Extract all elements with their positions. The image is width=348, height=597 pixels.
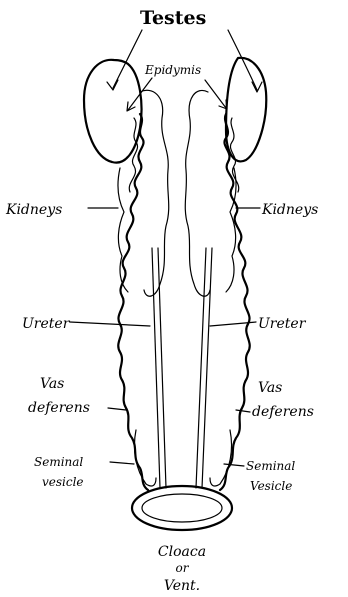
label-epididymis: Epidymis	[144, 63, 201, 77]
label-testes: Testes	[140, 7, 206, 29]
kidney-right	[185, 90, 236, 296]
label-cloaca-3: Vent.	[164, 578, 200, 594]
label-seminal-right-2: Vesicle	[250, 479, 292, 493]
cloaca-inner	[142, 494, 222, 522]
label-seminal-left-2: vesicle	[42, 475, 84, 489]
label-seminal-left-1: Seminal	[34, 455, 83, 469]
arrow-testes-right	[228, 30, 262, 92]
label-seminal-right-1: Seminal	[246, 459, 295, 473]
ureter-left	[152, 248, 166, 488]
label-vas-right-1: Vas	[258, 380, 282, 396]
leader-vas-right	[236, 410, 250, 412]
testis-right	[226, 58, 266, 162]
label-vas-left-2: deferens	[28, 400, 90, 416]
label-vas-left-1: Vas	[40, 376, 64, 392]
label-cloaca-1: Cloaca	[158, 544, 206, 560]
leader-ureter-left	[70, 322, 150, 326]
label-cloaca-2: or	[176, 561, 190, 575]
arrow-epididymis-right	[205, 80, 227, 109]
seminal-vesicle-right	[210, 430, 232, 486]
label-kidneys-left: Kidneys	[5, 202, 62, 218]
kidney-left	[118, 90, 169, 296]
leader-seminal-left	[110, 462, 134, 464]
cloaca-outer	[132, 486, 232, 530]
label-ureter-left: Ureter	[22, 316, 71, 332]
leader-vas-left	[108, 408, 126, 410]
vas-deferens-left	[118, 114, 148, 490]
testis-left	[84, 60, 142, 163]
ureter-right	[196, 248, 212, 488]
seminal-vesicle-left	[134, 430, 156, 486]
label-ureter-right: Ureter	[258, 316, 307, 332]
label-vas-right-2: deferens	[252, 404, 314, 420]
label-kidneys-right: Kidneys	[261, 202, 318, 218]
leader-seminal-right	[224, 464, 244, 466]
